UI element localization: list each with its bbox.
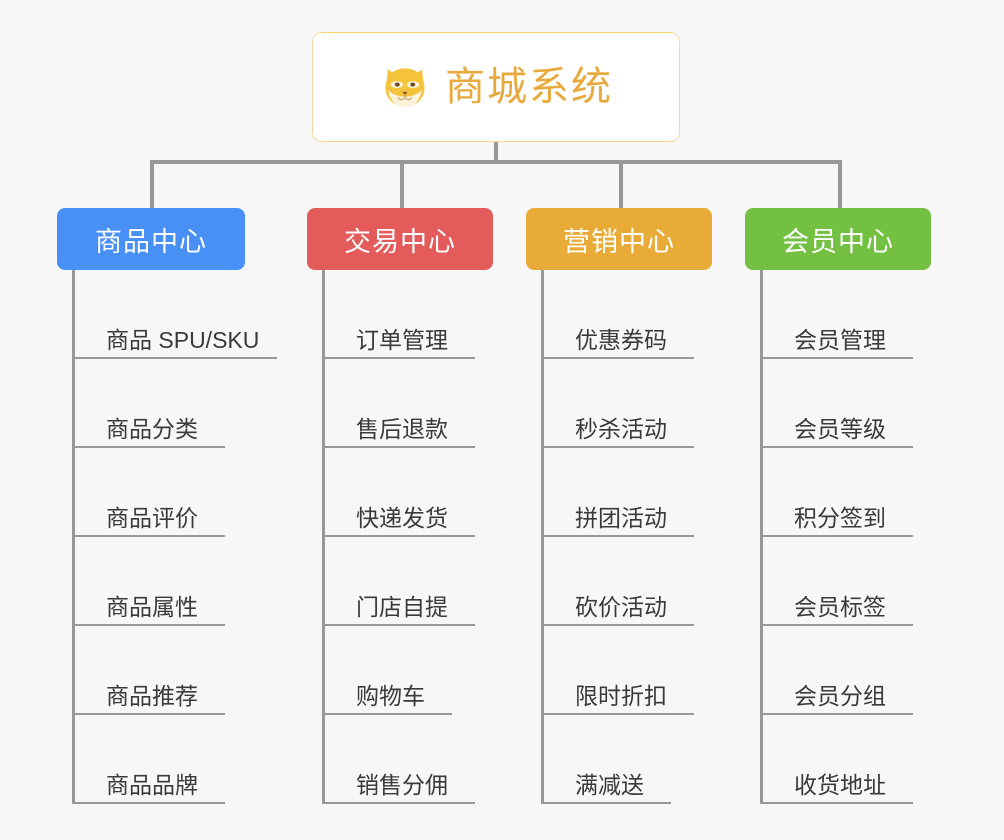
leaf-item[interactable]: 商品品牌: [72, 715, 204, 804]
leaf-spine: [541, 270, 544, 804]
leaf-item-label: 商品分类: [106, 415, 198, 442]
leaf-underline: [760, 535, 913, 537]
leaf-underline: [72, 357, 277, 359]
leaf-item[interactable]: 商品评价: [72, 448, 204, 537]
leaf-item-label: 购物车: [356, 682, 425, 709]
leaf-item-label: 满减送: [575, 771, 644, 798]
leaf-underline: [72, 446, 225, 448]
category-box-2[interactable]: 交易中心: [307, 208, 493, 270]
leaf-underline: [760, 446, 913, 448]
leaf-underline: [322, 802, 475, 804]
leaf-item[interactable]: 优惠券码: [541, 270, 673, 359]
leaf-item[interactable]: 门店自提: [322, 537, 454, 626]
category-label: 商品中心: [95, 226, 207, 257]
leaf-item[interactable]: 会员标签: [760, 537, 892, 626]
leaf-underline: [322, 535, 475, 537]
category-label: 营销中心: [563, 226, 675, 257]
category-box-4[interactable]: 会员中心: [745, 208, 931, 270]
leaf-spine: [322, 270, 325, 804]
leaf-item-label: 收货地址: [794, 771, 886, 798]
root-node[interactable]: 商城系统: [312, 32, 680, 142]
leaf-underline: [322, 446, 475, 448]
leaf-item[interactable]: 商品 SPU/SKU: [72, 270, 265, 359]
leaf-item-label: 拼团活动: [575, 504, 667, 531]
leaf-item[interactable]: 售后退款: [322, 359, 454, 448]
connector-root-stem: [494, 142, 498, 164]
leaf-item-label: 会员标签: [794, 593, 886, 620]
leaf-item-label: 售后退款: [356, 415, 448, 442]
leaf-item[interactable]: 收货地址: [760, 715, 892, 804]
leaf-item[interactable]: 砍价活动: [541, 537, 673, 626]
leaf-item-label: 会员管理: [794, 326, 886, 353]
leaf-item[interactable]: 拼团活动: [541, 448, 673, 537]
leaf-underline: [760, 357, 913, 359]
leaf-item-label: 优惠券码: [575, 326, 667, 353]
leaf-underline: [760, 624, 913, 626]
leaf-underline: [541, 713, 694, 715]
leaf-underline: [72, 802, 225, 804]
leaf-item-label: 砍价活动: [575, 593, 667, 620]
root-title: 商城系统: [445, 65, 613, 109]
category-label: 会员中心: [782, 226, 894, 257]
leaf-item[interactable]: 商品分类: [72, 359, 204, 448]
leaf-item[interactable]: 快递发货: [322, 448, 454, 537]
leaf-item[interactable]: 商品属性: [72, 537, 204, 626]
leaf-underline: [760, 802, 913, 804]
leaf-item-label: 快递发货: [356, 504, 448, 531]
leaf-underline: [541, 446, 694, 448]
leaf-item[interactable]: 商品推荐: [72, 626, 204, 715]
leaf-item-label: 限时折扣: [575, 682, 667, 709]
leaf-item[interactable]: 积分签到: [760, 448, 892, 537]
leaf-underline: [541, 535, 694, 537]
leaf-item[interactable]: 会员等级: [760, 359, 892, 448]
leaf-spine: [72, 270, 75, 804]
leaf-underline: [72, 713, 225, 715]
leaf-item[interactable]: 秒杀活动: [541, 359, 673, 448]
leaf-underline: [72, 535, 225, 537]
leaf-underline: [322, 357, 475, 359]
leaf-underline: [541, 357, 694, 359]
leaf-item[interactable]: 满减送: [541, 715, 650, 804]
leaf-item[interactable]: 订单管理: [322, 270, 454, 359]
leaf-item-label: 秒杀活动: [575, 415, 667, 442]
leaf-underline: [760, 713, 913, 715]
connector-drop-1: [150, 160, 154, 208]
leaf-underline: [541, 802, 671, 804]
leaf-item-label: 商品品牌: [106, 771, 198, 798]
connector-drop-4: [838, 160, 842, 208]
category-box-3[interactable]: 营销中心: [526, 208, 712, 270]
leaf-item-label: 销售分佣: [356, 771, 448, 798]
leaf-underline: [322, 713, 452, 715]
category-label: 交易中心: [344, 226, 456, 257]
connector-horizontal-bus: [150, 160, 838, 164]
leaf-item-label: 会员等级: [794, 415, 886, 442]
leaf-item-label: 商品属性: [106, 593, 198, 620]
leaf-item[interactable]: 会员分组: [760, 626, 892, 715]
leaf-item-label: 门店自提: [356, 593, 448, 620]
leaf-underline: [541, 624, 694, 626]
leaf-item[interactable]: 会员管理: [760, 270, 892, 359]
leaf-item[interactable]: 限时折扣: [541, 626, 673, 715]
leaf-underline: [322, 624, 475, 626]
leaf-underline: [72, 624, 225, 626]
connector-drop-3: [619, 160, 623, 208]
connector-drop-2: [400, 160, 404, 208]
leaf-item-label: 积分签到: [794, 504, 886, 531]
leaf-item[interactable]: 购物车: [322, 626, 431, 715]
leaf-item-label: 会员分组: [794, 682, 886, 709]
leaf-spine: [760, 270, 763, 804]
leaf-item-label: 商品评价: [106, 504, 198, 531]
leaf-item-label: 商品 SPU/SKU: [106, 326, 260, 353]
leaf-item-label: 商品推荐: [106, 682, 198, 709]
category-box-1[interactable]: 商品中心: [57, 208, 245, 270]
shiba-dog-face-icon: [379, 61, 431, 113]
leaf-item[interactable]: 销售分佣: [322, 715, 454, 804]
leaf-item-label: 订单管理: [356, 326, 448, 353]
